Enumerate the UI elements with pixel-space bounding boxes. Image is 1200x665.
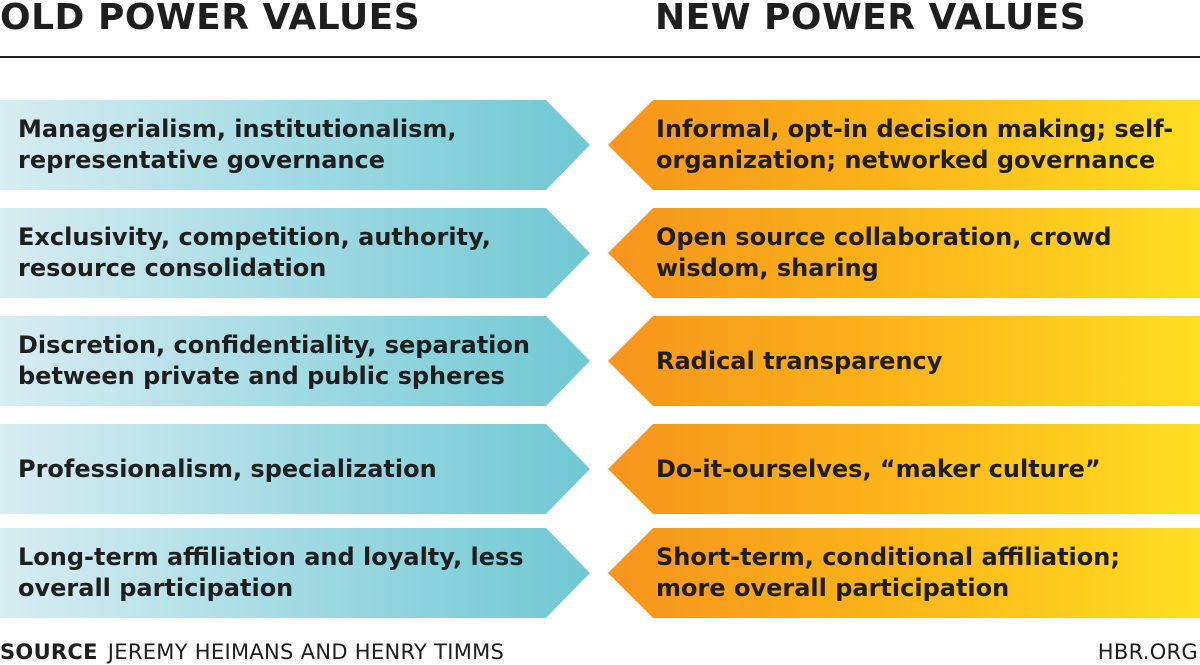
new-value-text: Do-it-ourselves, “maker culture” bbox=[656, 454, 1101, 483]
source-label: SOURCE bbox=[0, 640, 98, 664]
old-value-arrow: Exclusivity, competition, authority, res… bbox=[0, 208, 590, 298]
new-value-text: Short-term, conditional affiliation; mor… bbox=[656, 543, 1120, 602]
source-credit: SOURCE JEREMY HEIMANS AND HENRY TIMMS bbox=[0, 640, 504, 665]
new-value-arrow: Open source collaboration, crowd wisdom,… bbox=[608, 208, 1200, 298]
source-value: JEREMY HEIMANS AND HENRY TIMMS bbox=[107, 640, 505, 664]
comparison-row: Exclusivity, competition, authority, res… bbox=[0, 208, 1200, 298]
old-value-text: Managerialism, institutionalism, represe… bbox=[18, 115, 457, 174]
old-value-text: Discretion, confidentiality, separation … bbox=[18, 331, 530, 390]
new-power-heading: NEW POWER VALUES bbox=[655, 0, 1087, 38]
old-value-arrow: Managerialism, institutionalism, represe… bbox=[0, 100, 590, 190]
old-value-text: Long-term affiliation and loyalty, less … bbox=[18, 543, 524, 602]
new-value-text: Informal, opt-in decision making; self-o… bbox=[656, 115, 1174, 174]
new-value-text: Radical transparency bbox=[656, 346, 943, 375]
comparison-row: Long-term affiliation and loyalty, less … bbox=[0, 528, 1200, 618]
old-power-heading: OLD POWER VALUES bbox=[0, 0, 421, 38]
comparison-row: Professionalism, specialization Do-it-ou… bbox=[0, 424, 1200, 514]
old-value-arrow: Discretion, confidentiality, separation … bbox=[0, 316, 590, 406]
new-value-arrow: Informal, opt-in decision making; self-o… bbox=[608, 100, 1200, 190]
old-value-arrow: Professionalism, specialization bbox=[0, 424, 590, 514]
comparison-row: Managerialism, institutionalism, represe… bbox=[0, 100, 1200, 190]
comparison-row: Discretion, confidentiality, separation … bbox=[0, 316, 1200, 406]
old-value-text: Professionalism, specialization bbox=[18, 454, 437, 483]
new-value-arrow: Do-it-ourselves, “maker culture” bbox=[608, 424, 1200, 514]
old-value-text: Exclusivity, competition, authority, res… bbox=[18, 223, 491, 282]
heading-divider bbox=[0, 56, 1200, 58]
new-value-arrow: Short-term, conditional affiliation; mor… bbox=[608, 528, 1200, 618]
site-credit: HBR.ORG bbox=[1097, 640, 1198, 664]
new-value-arrow: Radical transparency bbox=[608, 316, 1200, 406]
new-value-text: Open source collaboration, crowd wisdom,… bbox=[656, 223, 1112, 282]
old-value-arrow: Long-term affiliation and loyalty, less … bbox=[0, 528, 590, 618]
